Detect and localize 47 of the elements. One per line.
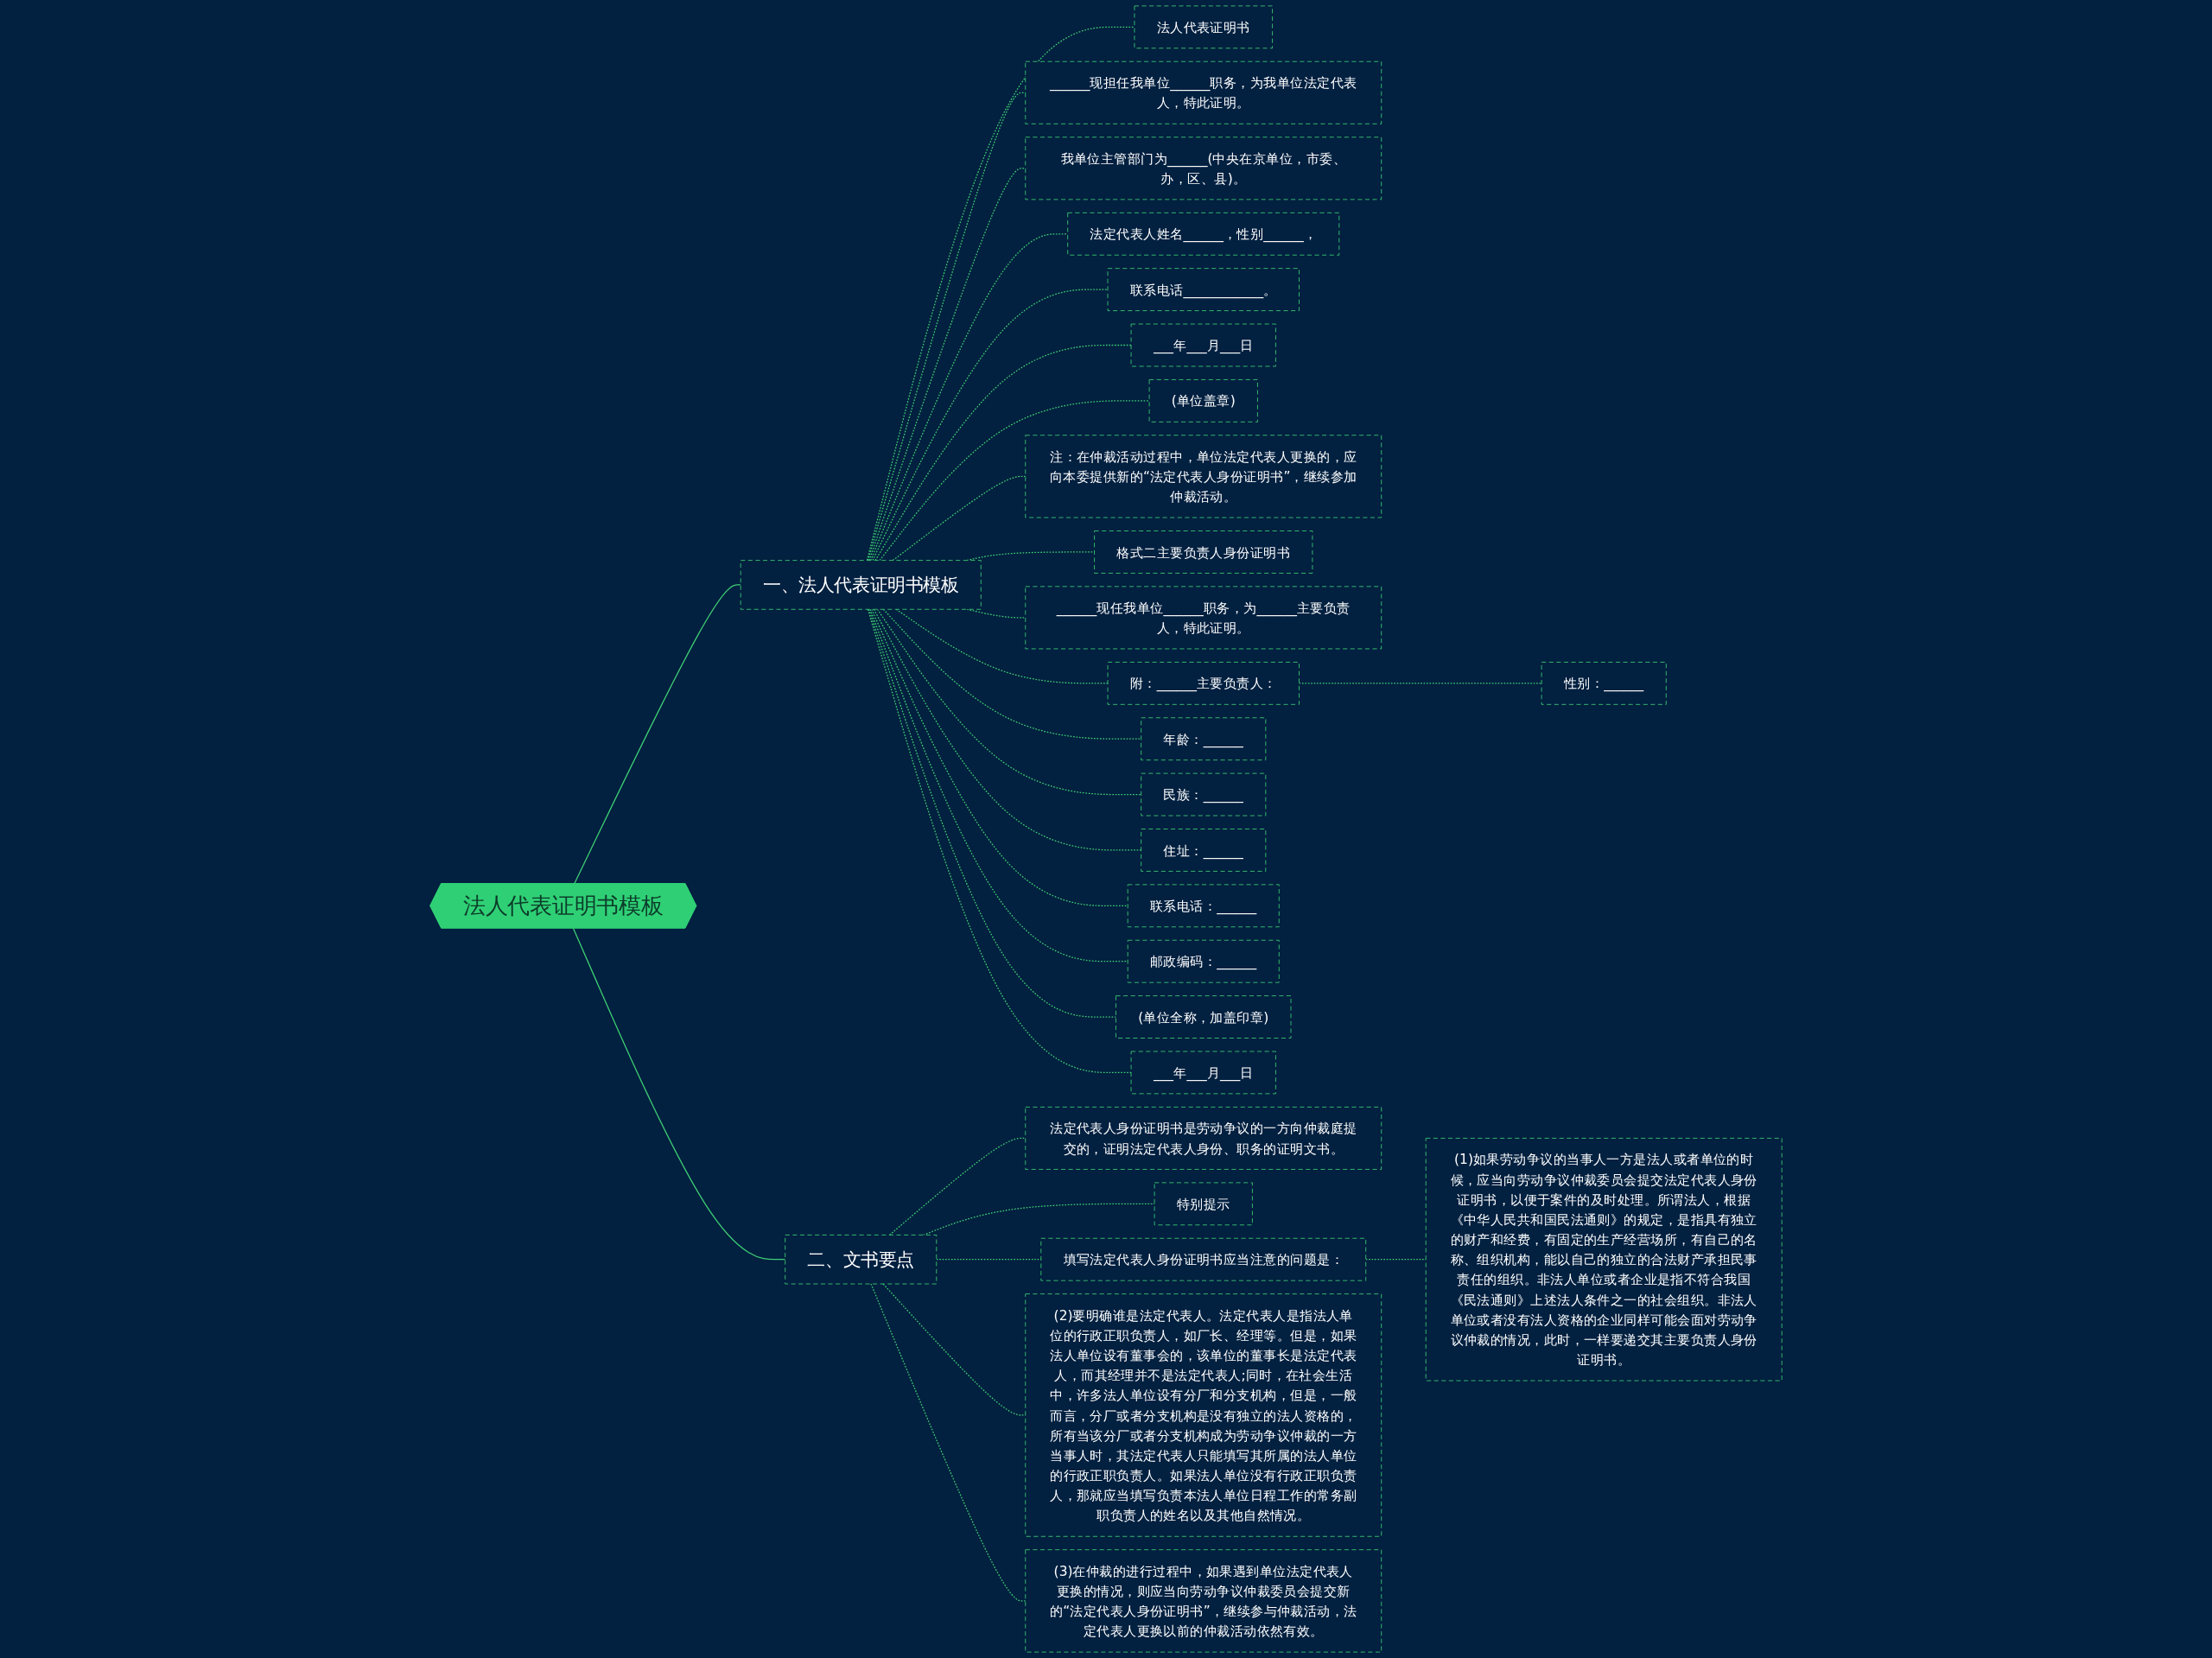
connector — [866, 26, 1135, 562]
node-box: 一、法人代表证明书模板 — [740, 560, 982, 610]
connector — [868, 168, 1027, 562]
node-box: (单位盖章) — [1148, 379, 1258, 422]
connector — [869, 608, 1128, 962]
node-box: (3)在仲裁的进行过程中，如果遇到单位法定代表人更换的情况，则应当向劳动争议仲裁委员会提交新的“法定代表人身份证明书”，继续参与仲裁活动，法定代表人更换以前的仲裁活动依然有效。 — [1025, 1549, 1382, 1653]
connector — [882, 608, 1142, 740]
connector — [879, 400, 1150, 562]
connector — [874, 344, 1132, 562]
connector — [572, 927, 786, 1261]
node-box: ___年___月___日 — [1130, 1051, 1276, 1095]
connector — [870, 1283, 1027, 1602]
node-box: 住址：______ — [1141, 829, 1267, 872]
node-box: 民族：______ — [1141, 772, 1267, 816]
node-box: 法人代表证明书 — [1134, 5, 1273, 49]
node-box: (单位全称，加盖印章) — [1116, 995, 1292, 1039]
connector — [871, 608, 1128, 906]
node-box: 注：在仲裁活动过程中，单位法定代表人更换的，应向本委提供新的“法定代表人身份证明书”，继续参加仲裁活动。 — [1025, 435, 1382, 518]
node-box: 联系电话：______ — [1127, 884, 1280, 928]
node-box: ______现任我单位______职务，为______主要负责人，特此证明。 — [1025, 586, 1382, 650]
node-box: 联系电话____________。 — [1107, 268, 1300, 312]
connector — [574, 584, 741, 885]
node-box: 法定代表人身份证明书是劳动争议的一方向仲裁庭提交的，证明法定代表人身份、职务的证明文书。 — [1025, 1106, 1382, 1170]
node-box: 年龄：______ — [1141, 717, 1267, 761]
node-box: 填写法定代表人身份证明书应当注意的问题是： — [1040, 1237, 1367, 1281]
node-box: 性别：______ — [1541, 661, 1667, 705]
node-box: (2)要明确谁是法定代表人。法定代表人是指法人单位的行政正职负责人，如厂长、经理等。但是，如果法人单位设有董事会的，该单位的董事长是法定代表人，而其经理并不是法定代表人;同时，在社会生活中，许多法人单位设有分厂和分支机构，但是，一般而言，分厂或者分支机构是没有独立的法人资格的，所有当该分厂或者分支机构成为劳动争议仲裁的一方当事人时，其法定代表人只能填写其所属的法人单位的行政正职负责人。如果法人单位没有行政正职负责人，那就应当填写负责本法人单位日程工作的常务副职负责人的姓名以及其他自然情况。 — [1025, 1293, 1382, 1537]
node-box: ___年___月___日 — [1130, 323, 1276, 367]
node-box: 邮政编码：______ — [1127, 939, 1280, 983]
node-box: ______现担任我单位______职务，为我单位法定代表人，特此证明。 — [1025, 60, 1382, 124]
node-box: 二、文书要点 — [785, 1234, 938, 1285]
connector — [888, 1137, 1027, 1236]
node-box: (1)如果劳动争议的当事人一方是法人或者单位的时候，应当向劳动争议仲裁委员会提交法定代表人身份证明书，以便于案件的及时处理。所谓法人，根据《中华人民共和国民法通则》的规定，是指具有独立的财产和经费，有固定的生产经营场所，有自己的名称、组织机构，能以自己的独立的合法财产承担民事责任的组织。非法人单位或者企业是指不符合我国《民法通则》上述法人条件之一的社会组织。非法人单位或者没有法人资格的企业同样可能会面对劳动争议仲裁的情况，此时，一样要递交其主要负责人身份证明书。 — [1425, 1137, 1783, 1382]
connector — [876, 608, 1142, 796]
connector — [872, 289, 1109, 562]
node-box: 法定代表人姓名______，性别______， — [1067, 212, 1340, 256]
connector — [867, 608, 1132, 1074]
connector — [870, 233, 1069, 562]
connector — [1365, 1259, 1427, 1261]
connector — [895, 608, 1109, 684]
connector — [867, 92, 1027, 562]
node-box: 我单位主管部门为______(中央在京单位，市委、办，区、县)。 — [1025, 137, 1382, 200]
connector — [873, 608, 1142, 851]
node-box: 特别提示 — [1154, 1182, 1253, 1226]
node-box: 附：______主要负责人： — [1107, 661, 1300, 705]
connector — [923, 1203, 1155, 1236]
node-box: 格式二主要负责人身份证明书 — [1094, 530, 1313, 574]
